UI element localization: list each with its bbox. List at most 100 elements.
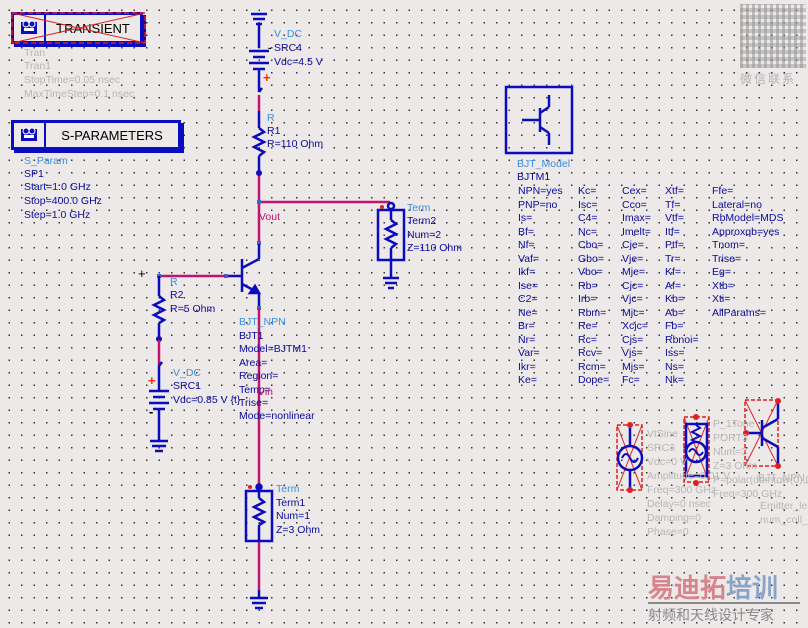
dc-source-src4[interactable]: [249, 49, 269, 93]
sparam-type: S_Param: [24, 155, 68, 167]
ground-icon-top: [251, 12, 267, 48]
brand-tagline: 射频和天线设计专家: [648, 607, 774, 623]
bjt-model-param: Kb=: [665, 293, 684, 305]
r1-type: R: [267, 112, 275, 124]
src4-plus: +: [263, 70, 271, 85]
term1-param: Num=1: [276, 510, 311, 522]
bjt-model-param: Re=: [578, 320, 598, 332]
src1-type: V_DC: [173, 367, 202, 379]
bjt-model-param: Ne=: [518, 306, 538, 319]
bjt2-param: Emitter_le: [760, 500, 808, 512]
resistor-r2[interactable]: [151, 276, 167, 339]
term1-port[interactable]: [244, 483, 274, 543]
bjt-model-param: Vtf=: [665, 212, 684, 224]
r2-param: R=5 Ohm: [170, 303, 216, 315]
transient-param: Tran1: [24, 60, 52, 72]
bjt-model-param: Approxqb=yes: [712, 225, 780, 238]
src4-param: Vdc=4.5 V: [274, 56, 323, 68]
bjt-param: BJT1: [239, 330, 264, 342]
bjt-model-param: Tf=: [665, 198, 681, 211]
bjt-model-param: Nc=: [578, 225, 597, 238]
bjt-model-param: Itf=: [665, 225, 680, 238]
transient-title: TRANSIENT: [56, 20, 130, 36]
bjt-model-param: Iss=: [665, 347, 685, 359]
bjt-model-param: Ikf=: [518, 266, 536, 278]
bjt-model-param: Kf=: [665, 266, 682, 278]
term2-port[interactable]: [376, 201, 406, 290]
bjt-model-param: Ikr=: [518, 360, 536, 373]
bjt-model-param: Xtf=: [665, 185, 684, 197]
src4-param: SRC4: [274, 42, 303, 54]
p1tone-param: Freq=300 GHz: [713, 488, 783, 500]
bjt-model-param: Dope=: [578, 374, 610, 386]
simulation-controller-icon: [14, 15, 46, 41]
bjt-model-symbol[interactable]: [504, 85, 574, 155]
bjt-model-param: Is=: [518, 212, 533, 224]
r1-param: R=110 Ohm: [267, 138, 324, 150]
bjt-model-param: Mjs=: [622, 360, 645, 373]
bjt-model-param: Mjc=: [622, 306, 645, 319]
bjt-model-param: Lateral=no: [712, 198, 762, 211]
bjt-model-param: Cjc=: [622, 279, 644, 292]
src1-minus: -: [149, 404, 154, 419]
bjt-param: Model=BJTM1: [239, 343, 307, 355]
transient-param: MaxTimeStep=0.1 nsec: [24, 88, 135, 100]
vin-net-label[interactable]: Vin: [258, 386, 273, 398]
bjt-model-param: PNP=no: [518, 198, 558, 211]
sparam-param: Step=1.0 GHz: [24, 209, 91, 221]
sparameters-controller[interactable]: S-PARAMETERS: [11, 120, 181, 150]
bjt-model-param: Imax=: [622, 212, 651, 224]
bjt-model-param: Var=: [518, 347, 540, 359]
resistor-r1[interactable]: [251, 111, 267, 170]
brand-red-text: 易迪拓: [648, 573, 727, 603]
bjt-model-param: Isc=: [578, 198, 598, 211]
bjt-model-param: Ns=: [665, 360, 684, 373]
ground-icon-bottom: [250, 590, 268, 610]
r2-type: R: [170, 276, 178, 288]
src4-type: V_DC: [274, 28, 303, 40]
bjt-model-type: BJT_Model: [517, 158, 571, 170]
term2-param: Num=2: [407, 229, 442, 241]
bjt-model-param: Fb=: [665, 320, 684, 332]
bjt-model-param: Kc=: [578, 185, 597, 197]
vtsine-param: Amplitude=0.01 V: [647, 470, 731, 482]
bjt-model-param: Bf=: [518, 225, 535, 238]
src4-minus: -: [268, 42, 272, 54]
bjt-model-param: Br=: [518, 320, 535, 332]
transient-controller[interactable]: TRANSIENT: [11, 12, 146, 44]
term1-param: Term1: [276, 497, 306, 509]
bjt-model-param: Tr=: [665, 252, 681, 265]
bjt-model-param: NPN=yes: [518, 185, 563, 197]
bjt2-param: num_coll_: [760, 514, 808, 526]
dc-source-src1[interactable]: [149, 361, 169, 453]
bjt-model-param: Ab=: [665, 306, 684, 319]
bjt-npn-transistor[interactable]: [225, 244, 262, 308]
bjt-npn-deactivated[interactable]: [743, 398, 781, 469]
sparam-param: Start=1.0 GHz: [24, 181, 91, 193]
p1tone-param: P=polar(dbmtow(0),0): [713, 474, 808, 486]
bjt-model-col-2: Kc=Isc=C4=Nc=Cbo=Gbo=Vbo=Rb=Irb=Rbm=Re=R…: [578, 185, 609, 388]
watermark-divider: [648, 602, 800, 604]
bjt-model-param: C2=: [518, 293, 538, 305]
bjt-model-param: C4=: [578, 212, 598, 224]
bjt-model-param: Vjs=: [622, 347, 643, 359]
vout-net-label[interactable]: Vout: [259, 211, 281, 223]
p1tone-port-deactivated[interactable]: [683, 414, 710, 486]
bjt-model-param: Rbm=: [578, 306, 607, 319]
bjt-model-param: Ptf=: [665, 239, 684, 251]
bjt-model-param: Xtb=: [712, 279, 734, 292]
bjt-model-param: Rb=: [578, 279, 598, 292]
vtsine-source-deactivated[interactable]: [616, 422, 644, 493]
bjt-model-param: Fc=: [622, 374, 640, 386]
vtsine-param: Vdc=0 V: [647, 456, 687, 468]
term2-param: Term2: [407, 215, 437, 227]
bjt-type: BJT_NPN: [239, 316, 286, 328]
bjt-param: Temp=: [239, 384, 271, 396]
p1tone-param: Z=3 Ohm: [713, 460, 758, 472]
brand-watermark: 易迪拓培训: [648, 568, 778, 605]
bjt-param: Trise=: [239, 397, 269, 409]
vtsine-param: SRC3: [647, 442, 676, 454]
bjt-model-param: Cbo=: [578, 239, 604, 251]
